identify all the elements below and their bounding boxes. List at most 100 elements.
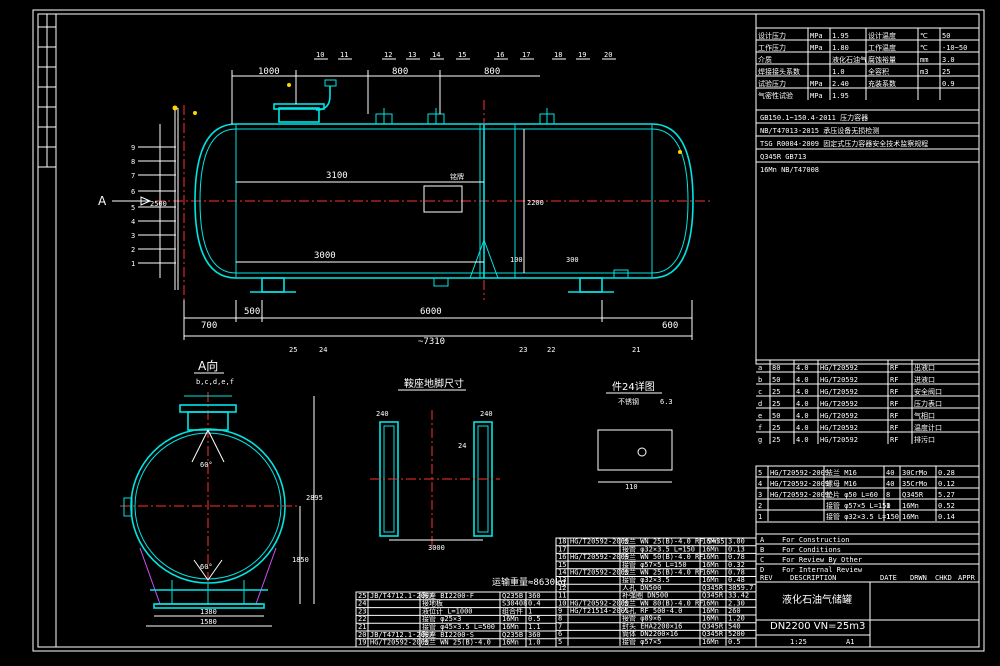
spec-note: NB/T47013-2015 承压设备无损检测 — [760, 126, 879, 135]
rev-code: B — [760, 546, 764, 554]
dim-240b: 240 — [480, 410, 493, 418]
spec-note: 16Mn NB/T47008 — [760, 166, 819, 174]
spec-note: GB150.1~150.4-2011 压力容器 — [760, 113, 868, 122]
table-cell: 接管 φ89×6 — [622, 614, 661, 623]
table-cell: 排污口 — [914, 435, 935, 444]
table-cell: 16Mn — [502, 615, 519, 623]
table-cell: 工作温度 — [868, 43, 896, 52]
table-cell: 16Mn — [902, 513, 919, 521]
table-cell: 1.0 — [832, 68, 845, 76]
table-cell: HG/T20592 — [820, 388, 858, 396]
table-cell: 4.0 — [796, 388, 809, 396]
table-cell: 接管 φ45×3.5 L=500 — [422, 622, 495, 631]
dim-2895: 2895 — [306, 494, 323, 502]
callout-top: 18 — [554, 51, 562, 59]
table-cell: HG/T20592 — [820, 436, 858, 444]
table-cell: 50 — [772, 376, 780, 384]
rev-footer: CHKD — [935, 574, 952, 582]
table-cell: RF — [890, 376, 898, 384]
dim-total: ~7310 — [418, 337, 445, 347]
rev-footer: DRWN — [910, 574, 927, 582]
table-cell: 法兰 WN 25(B)-4.0 RF S=35 — [622, 537, 725, 546]
table-cell: 法兰 WN 50(B)-4.0 RF — [622, 552, 703, 561]
table-cell: 1 — [758, 513, 762, 521]
rev-code: D — [760, 566, 764, 574]
table-cell: HG/T20592-2009 — [570, 569, 629, 577]
table-cell: 16Mn — [702, 576, 719, 584]
dim-1000: 1000 — [258, 67, 280, 77]
table-cell: HG/T20592 — [820, 376, 858, 384]
table-cell: 介质 — [758, 55, 772, 64]
table-cell: HG/T20592-2009 — [570, 599, 629, 607]
table-cell: 人孔 DN500 — [622, 584, 661, 592]
table-cell: Q345R — [702, 592, 724, 600]
table-cell: 1 — [886, 502, 890, 510]
table-cell: 80 — [772, 364, 780, 372]
table-cell: 垫片 φ50 L=60 — [826, 490, 878, 499]
table-cell: 温度计口 — [914, 423, 942, 432]
table-cell: 16Mn — [702, 615, 719, 623]
table-cell: 0.4 — [528, 600, 541, 608]
table-cell: 0.12 — [938, 480, 955, 488]
table-cell: ℃ — [920, 32, 928, 40]
table-cell: 23 — [358, 607, 366, 615]
weight-note: 运输重量≈8630kg — [492, 576, 566, 588]
table-cell: ℃ — [920, 44, 928, 52]
table-cell: 260 — [728, 607, 741, 615]
callout-top: 13 — [408, 51, 416, 59]
table-cell: HG/T20592-2009 — [770, 480, 829, 488]
table-cell: d — [758, 400, 762, 408]
table-cell: 液位计 L=1000 — [422, 606, 473, 615]
table-cell: 16 — [558, 553, 566, 561]
table-cell: 12 — [558, 584, 566, 592]
table-cell: 30CrMo — [902, 469, 927, 477]
table-cell: 10 — [558, 599, 566, 607]
title-block: 液化石油气储罐 DN2200 VN=25m3 1:25 A1 — [755, 581, 980, 648]
table-cell: 16Mn — [702, 607, 719, 615]
table-cell: 1.95 — [832, 92, 849, 100]
table-cell: 腐蚀裕量 — [868, 55, 896, 64]
callout-top: 20 — [604, 51, 612, 59]
table-cell: 0.52 — [938, 502, 955, 510]
table-cell: 螺母 M16 — [826, 479, 857, 488]
callout-bottom: 24 — [319, 346, 327, 354]
table-cell: HG/T20592-2009 — [370, 639, 429, 647]
table-cell: 全容积 — [868, 67, 889, 76]
table-cell: Q235B — [502, 592, 523, 600]
table-cell: 接管 φ57×5 — [622, 637, 661, 646]
table-cell: HG/T20592-2009 — [570, 538, 629, 546]
table-cell: 7 — [558, 622, 562, 630]
table-cell: 压力表口 — [914, 399, 942, 408]
rev-text: For Conditions — [782, 546, 841, 554]
table-cell: 16Mn — [702, 545, 719, 553]
table-cell: 法兰 WN 80(B)-4.0 RF — [622, 598, 703, 607]
callout-left: 7 — [131, 172, 135, 180]
table-cell: 液化石油气 — [832, 55, 867, 64]
rev-text: For Internal Review — [782, 566, 863, 574]
table-cell: 40 — [886, 480, 894, 488]
table-cell: 鞍座 BI2200-S — [422, 630, 474, 639]
table-cell: 50 — [772, 412, 780, 420]
angle-60b: 60° — [200, 563, 213, 571]
table-cell: 设计温度 — [868, 31, 896, 40]
table-cell: 17 — [558, 545, 566, 553]
table-cell: 5200 — [728, 630, 745, 638]
rev-text: For Construction — [782, 536, 849, 544]
table-cell: f — [758, 424, 762, 432]
rev-footer: DESCRIPTION — [790, 574, 836, 582]
table-cell: MPa — [810, 80, 823, 88]
angle-60a: 60° — [200, 461, 213, 469]
table-cell: 封头 EHA2200×16 — [622, 621, 682, 630]
table-cell: 16Mn — [702, 553, 719, 561]
rev-footer: DATE — [880, 574, 897, 582]
table-cell: Q345R — [702, 630, 724, 638]
detail-title: 件24详图 — [612, 380, 655, 393]
table-cell: 25 — [358, 592, 366, 600]
table-cell: 24 — [358, 600, 366, 608]
table-cell: 0.28 — [938, 469, 955, 477]
dim-24: 24 — [458, 442, 466, 450]
table-cell: 19 — [358, 639, 366, 647]
